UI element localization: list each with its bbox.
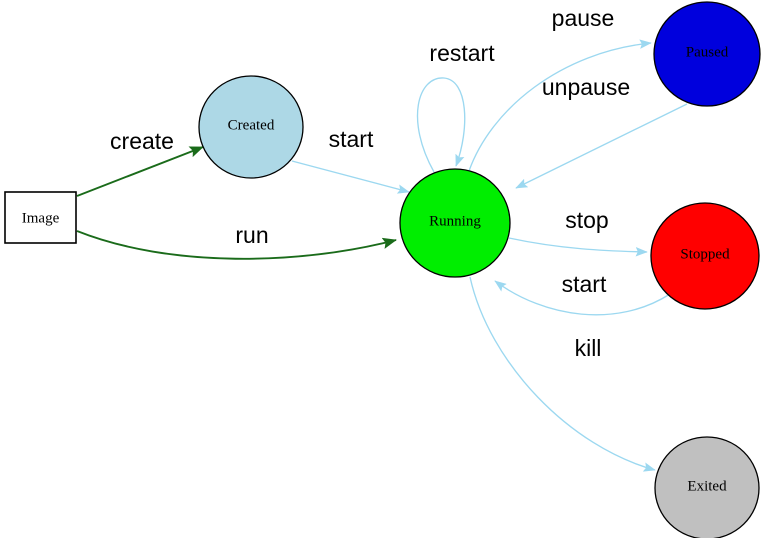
node-stopped-circle[interactable]: [650, 202, 760, 310]
edge-group: [76, 39, 688, 472]
edge-create-path[interactable]: [76, 146, 204, 197]
edge-start-stopped-path[interactable]: [494, 280, 671, 316]
edge-kill-path[interactable]: [469, 276, 656, 472]
node-running-circle[interactable]: [399, 168, 511, 278]
edge-restart-path[interactable]: [416, 77, 466, 173]
edge-label-create: create: [110, 128, 174, 154]
node-exited-circle[interactable]: [654, 436, 760, 538]
edge-unpause-path[interactable]: [515, 103, 688, 189]
edge-label-group: create run start restart pause unpause s…: [110, 5, 630, 361]
node-created-circle[interactable]: [198, 75, 304, 179]
edge-label-unpause: unpause: [542, 74, 630, 100]
edge-start-created-path[interactable]: [291, 160, 410, 194]
node-created[interactable]: Created: [198, 75, 304, 179]
edge-label-pause: pause: [552, 5, 615, 31]
edge-stop-path[interactable]: [508, 237, 648, 257]
edge-label-restart: restart: [429, 40, 495, 66]
edge-run-path[interactable]: [76, 230, 397, 260]
node-image[interactable]: Image: [4, 191, 77, 244]
node-image-rect[interactable]: [4, 191, 77, 244]
node-exited[interactable]: Exited: [654, 436, 760, 538]
node-group: Image Created Running Paused Stopped Exi: [4, 1, 761, 538]
node-paused[interactable]: Paused: [653, 1, 761, 107]
edge-label-stop: stop: [565, 207, 608, 233]
edge-label-start-created: start: [329, 126, 374, 152]
edge-label-kill: kill: [575, 335, 602, 361]
node-paused-circle[interactable]: [653, 1, 761, 107]
node-running[interactable]: Running: [399, 168, 511, 278]
edge-label-start-stopped: start: [562, 271, 607, 297]
node-stopped[interactable]: Stopped: [650, 202, 760, 310]
edge-label-run: run: [235, 222, 268, 248]
edge-pause-path[interactable]: [468, 39, 652, 172]
